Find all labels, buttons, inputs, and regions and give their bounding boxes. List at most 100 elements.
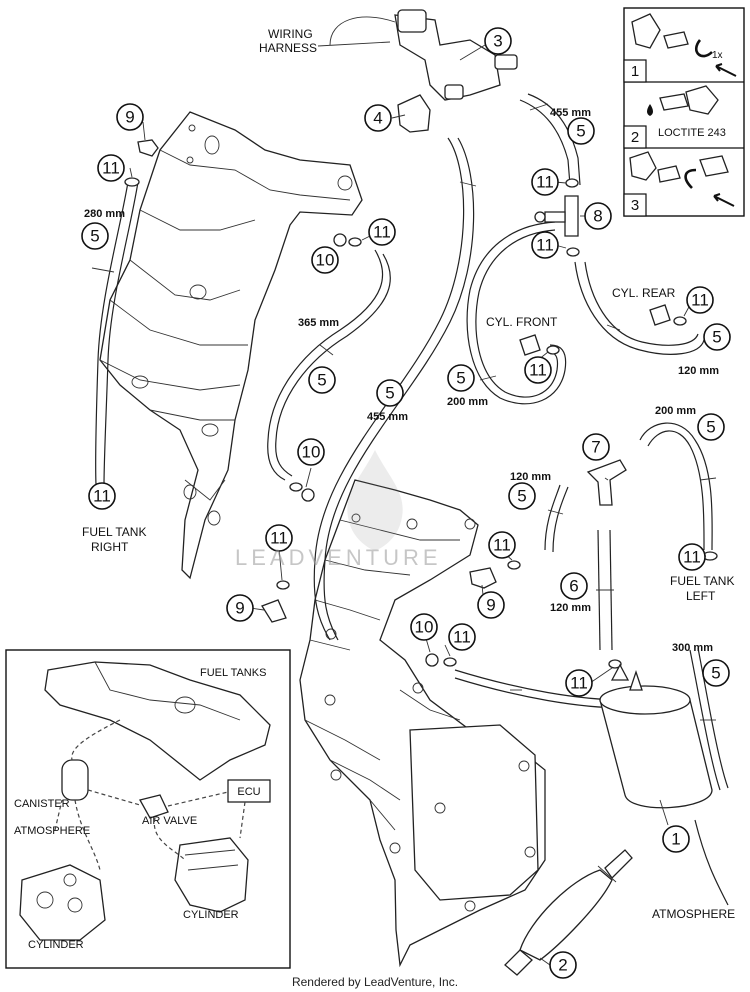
text-labels: WIRING HARNESS 455 mm 280 mm 365 mm 455 … <box>82 27 735 921</box>
schematic-cylinder-rear <box>174 837 249 913</box>
label-len-120-b: 120 mm <box>550 602 591 614</box>
elbows <box>137 139 671 623</box>
svg-text:11: 11 <box>529 361 547 380</box>
filter <box>504 849 633 976</box>
callout-5-b: 5 <box>567 117 595 145</box>
callout-11-i: 11 <box>488 531 516 559</box>
callout-10-c: 10 <box>410 613 438 641</box>
schematic-fuel-tanks-label: FUEL TANKS <box>200 667 266 679</box>
callout-5-d: 5 <box>308 366 336 394</box>
svg-text:10: 10 <box>415 618 434 637</box>
callout-9-low: 9 <box>226 594 254 622</box>
callout-11-l: 11 <box>565 669 593 697</box>
svg-text:9: 9 <box>235 599 244 618</box>
svg-text:5: 5 <box>706 418 715 437</box>
svg-text:5: 5 <box>712 328 721 347</box>
svg-text:11: 11 <box>570 674 588 693</box>
callout-11-f: 11 <box>524 356 552 384</box>
tee-7 <box>586 459 627 506</box>
bracket-4 <box>397 94 431 133</box>
schematic-cylinder-front <box>19 864 106 941</box>
callout-8: 8 <box>584 202 612 230</box>
svg-text:11: 11 <box>691 291 709 310</box>
watermark-logo <box>347 450 403 550</box>
callout-5-h: 5 <box>508 482 536 510</box>
schematic-air-valve-label: AIR VALVE <box>142 815 197 827</box>
instruction-box: 1 2 3 1x LOCTITE 243 <box>623 7 745 217</box>
schematic-ecu-label: ECU <box>237 786 260 798</box>
svg-text:11: 11 <box>93 487 111 506</box>
step-1-hose <box>663 31 689 49</box>
label-len-365: 365 mm <box>298 317 339 329</box>
callout-5-a: 5 <box>81 222 109 250</box>
label-len-200-front: 200 mm <box>447 396 488 408</box>
label-len-120-rear: 120 mm <box>678 365 719 377</box>
callout-3: 3 <box>484 27 512 55</box>
schematic-canister <box>61 759 89 801</box>
svg-text:11: 11 <box>373 223 391 242</box>
step-3-pointer-icon <box>713 193 735 207</box>
schematic-cylinder-label-2: CYLINDER <box>28 939 84 951</box>
label-len-120-a: 120 mm <box>510 471 551 483</box>
schematic-atmosphere-label: ATMOSPHERE <box>14 825 90 837</box>
callout-11-d: 11 <box>368 218 396 246</box>
callout-2: 2 <box>549 951 577 979</box>
step-2-part <box>685 85 719 115</box>
svg-text:3: 3 <box>493 32 502 51</box>
label-len-280: 280 mm <box>84 208 125 220</box>
svg-text:8: 8 <box>593 207 602 226</box>
svg-text:11: 11 <box>683 548 701 567</box>
label-wiring: WIRING <box>268 27 313 41</box>
step-2-fitting <box>659 93 689 111</box>
loctite-drop-icon <box>647 104 653 116</box>
svg-text:11: 11 <box>453 628 471 647</box>
svg-text:9: 9 <box>486 596 495 615</box>
step-3-arrow-icon <box>684 168 697 189</box>
callout-5-c: 5 <box>703 323 731 351</box>
callout-11-b: 11 <box>531 168 559 196</box>
callout-10-b: 10 <box>297 438 325 466</box>
svg-text:5: 5 <box>90 227 99 246</box>
svg-text:1: 1 <box>671 830 680 849</box>
label-cyl-front: CYL. FRONT <box>486 315 558 329</box>
callout-9-mid: 9 <box>477 591 505 619</box>
svg-text:11: 11 <box>536 236 554 255</box>
callout-11-e: 11 <box>686 286 714 314</box>
callout-11-c: 11 <box>531 231 559 259</box>
schematic-fuel-tanks <box>44 661 271 781</box>
callout-11-a: 11 <box>97 154 125 182</box>
step-3-fitting <box>699 155 729 177</box>
step-2-note: LOCTITE 243 <box>658 127 726 139</box>
fuel-tank-right <box>99 111 363 580</box>
callout-11-k: 11 <box>448 623 476 651</box>
nuts <box>301 233 439 667</box>
purge-valve <box>394 9 518 101</box>
schematic-air-valve <box>139 794 169 819</box>
svg-text:4: 4 <box>373 109 382 128</box>
label-fuel-tank-left-1: FUEL TANK <box>670 574 734 588</box>
step-1-number: 1 <box>631 63 639 80</box>
svg-text:11: 11 <box>493 536 511 555</box>
svg-text:5: 5 <box>317 371 326 390</box>
label-len-455-top: 455 mm <box>550 107 591 119</box>
callout-4: 4 <box>364 104 392 132</box>
callout-7: 7 <box>582 433 610 461</box>
svg-text:11: 11 <box>536 173 554 192</box>
schematic-ecu <box>227 779 271 803</box>
callout-5-i: 5 <box>702 659 730 687</box>
svg-text:2: 2 <box>558 956 567 975</box>
step-3-hose <box>657 165 681 183</box>
footer-credit: Rendered by LeadVenture, Inc. <box>291 975 459 989</box>
label-len-455-mid: 455 mm <box>367 411 408 423</box>
svg-text:7: 7 <box>591 438 600 457</box>
watermark-text: LEADVENTURE <box>235 545 442 570</box>
callout-11-h: 11 <box>265 524 293 552</box>
step-1-part <box>631 13 661 49</box>
label-len-300: 300 mm <box>672 642 713 654</box>
svg-text:5: 5 <box>517 487 526 506</box>
svg-text:5: 5 <box>576 122 585 141</box>
step-2-number: 2 <box>631 129 639 146</box>
svg-text:5: 5 <box>385 384 394 403</box>
callout-6: 6 <box>560 572 588 600</box>
